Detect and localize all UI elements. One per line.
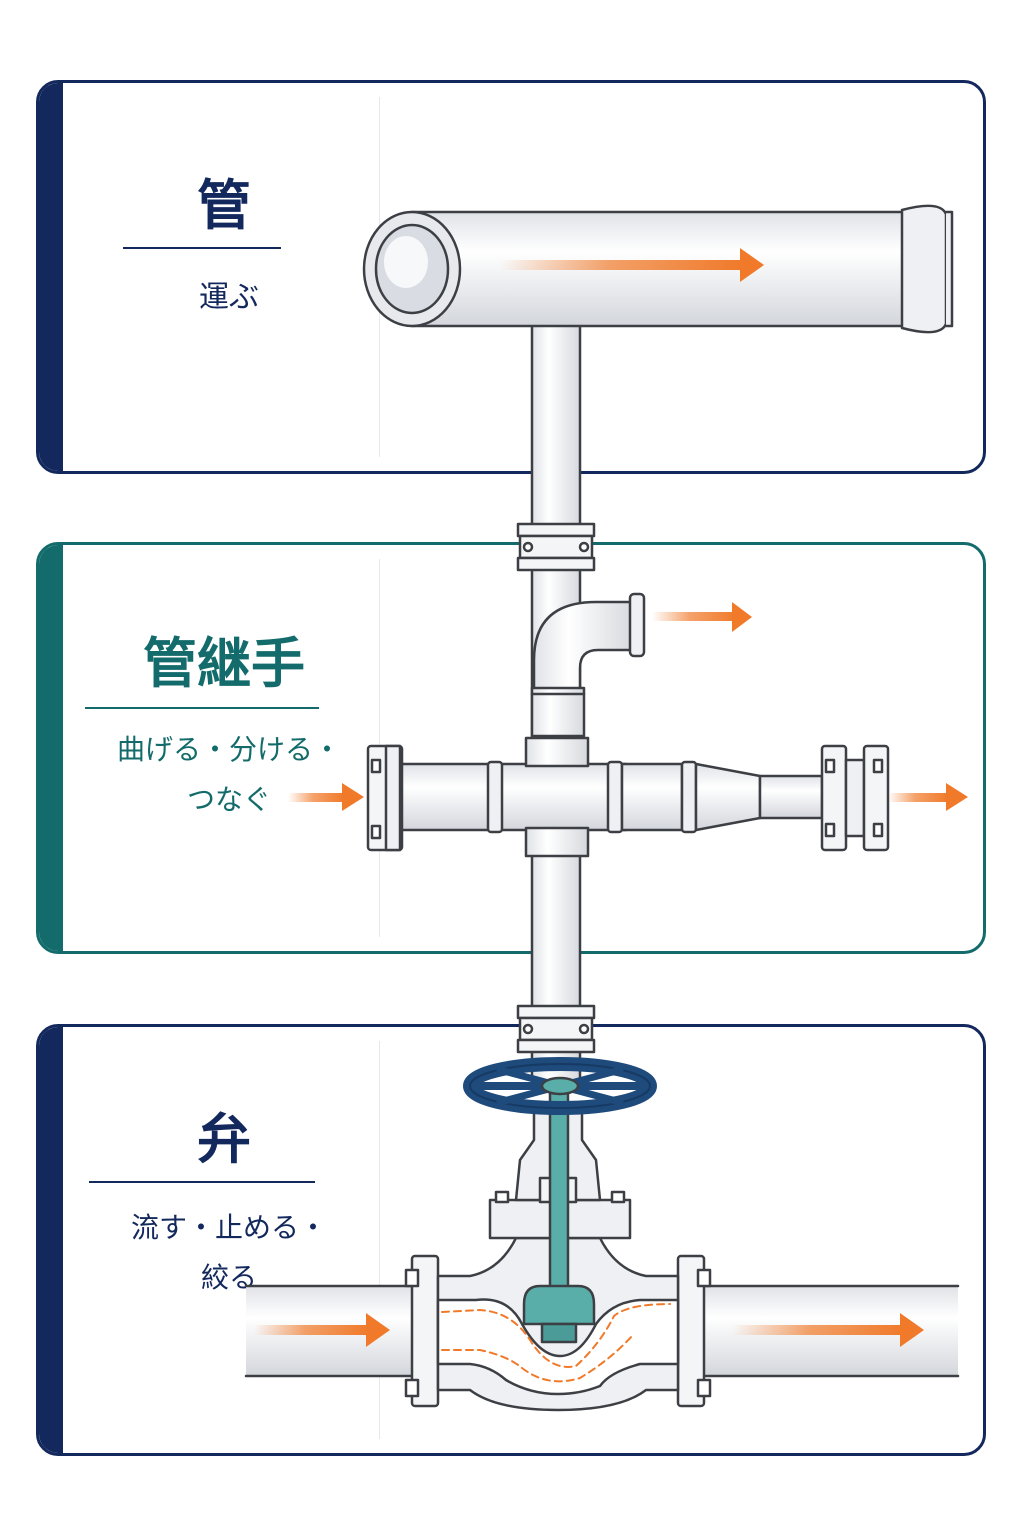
pipe-section-description-line-1: 運ぶ — [199, 280, 259, 315]
pipe-section-divider — [379, 97, 380, 457]
fitting-section-title: 管継手 — [143, 632, 305, 695]
fitting-section-accent-bar — [39, 545, 63, 951]
fitting-section-card: 管継手 曲げる・分ける・ つなぐ — [36, 542, 986, 954]
valve-section-description: 流す・止める・ 絞る — [79, 1203, 379, 1303]
fitting-section-description-line-2: つなぐ — [186, 783, 271, 816]
valve-section-divider — [379, 1041, 380, 1439]
valve-section-description-line-2: 絞る — [200, 1261, 257, 1294]
valve-section-description-line-1: 流す・止める・ — [130, 1211, 327, 1244]
pipe-section-title: 管 — [197, 174, 251, 237]
valve-section-accent-bar — [39, 1027, 63, 1453]
pipe-section-accent-bar — [39, 83, 63, 471]
valve-section-card: 弁 流す・止める・ 絞る — [36, 1024, 986, 1456]
pipe-section-title-rule — [123, 247, 281, 249]
pipe-section-card: 管 運ぶ — [36, 80, 986, 474]
fitting-section-description: 曲げる・分ける・ つなぐ — [79, 725, 379, 825]
fitting-section-title-rule — [85, 707, 319, 709]
pipe-section-description: 運ぶ — [79, 273, 379, 323]
fitting-section-description-line-1: 曲げる・分ける・ — [116, 733, 341, 766]
valve-section-title: 弁 — [197, 1108, 251, 1171]
fitting-section-divider — [379, 559, 380, 937]
valve-section-title-rule — [89, 1181, 315, 1183]
